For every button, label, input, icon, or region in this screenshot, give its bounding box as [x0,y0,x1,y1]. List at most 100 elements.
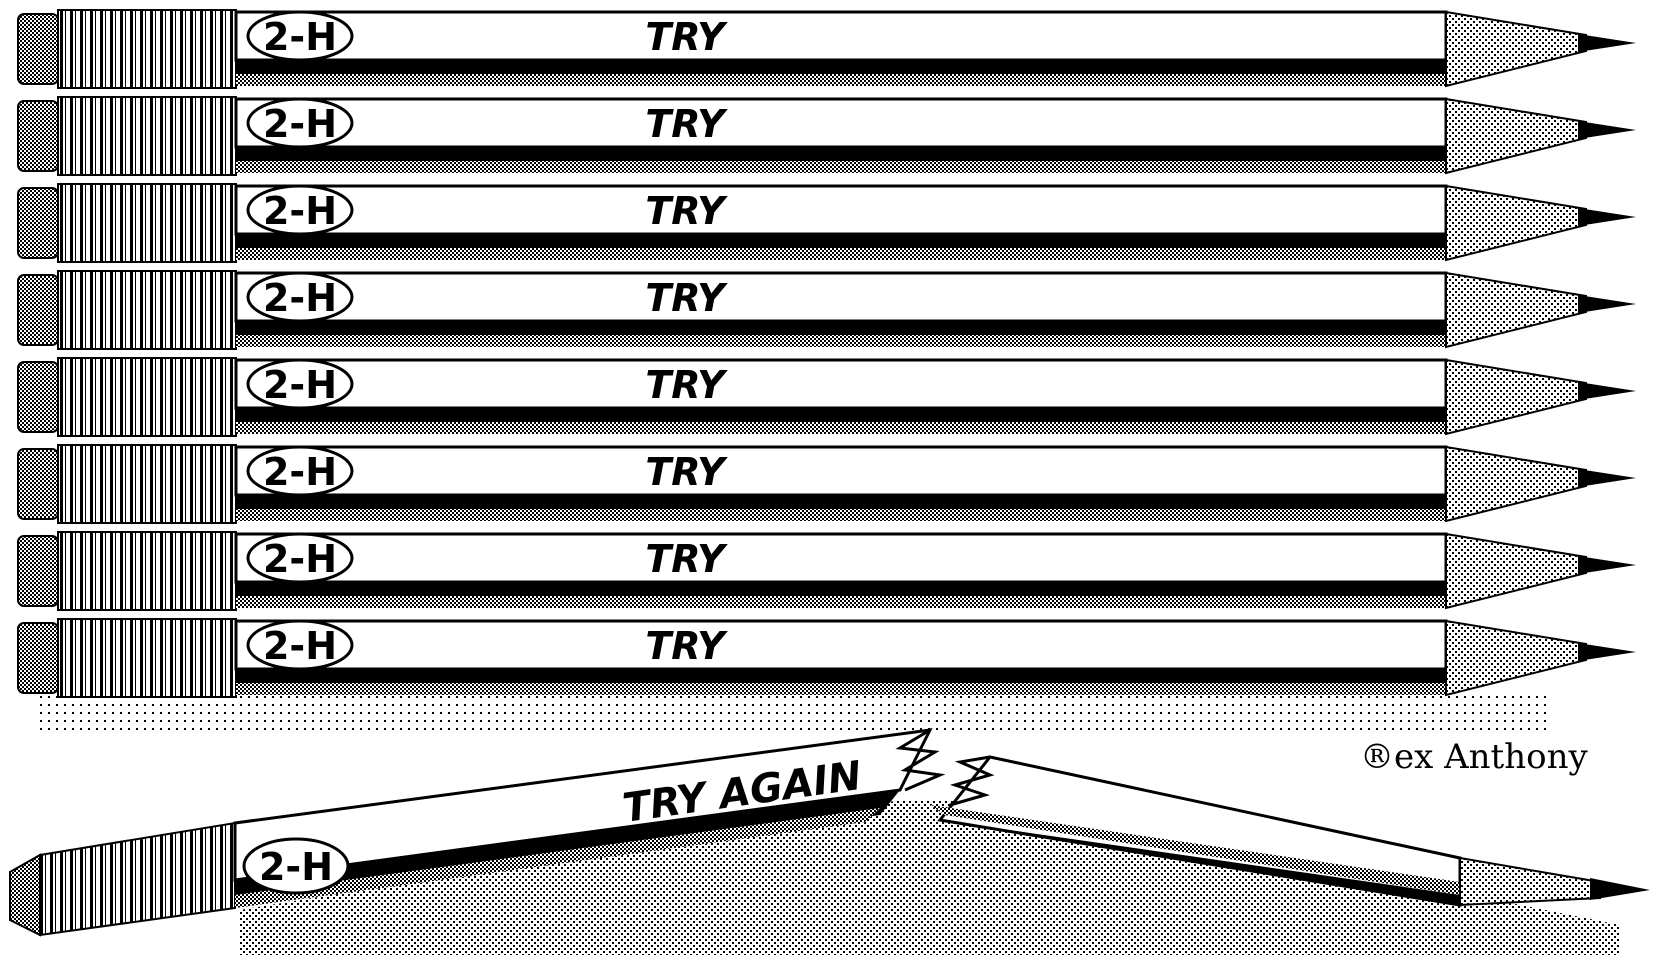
broken-pencil: 2-H TRY AGAIN [9,728,1650,955]
pencil-grade: 2-H [263,276,337,320]
pencil-barrel-dark [236,669,1446,683]
pencil-lead-tip [1578,34,1636,52]
pencil-lead-tip [1578,382,1636,400]
pencil-grade-badge [246,532,354,584]
broken-pencil-right-splinter [949,755,995,807]
pencil-eraser [17,448,59,520]
pencil-grade-badge [246,271,354,323]
pencil: 2-H TRY [17,618,1636,698]
pencil-stack: 2-H TRY 2-H TRY 2-H TRY 2-H TRY 2-H TRY 2-H TRY 2-H T… [17,9,1636,698]
pencil-word: TRY [645,363,728,407]
pencil-barrel-dark [236,408,1446,422]
pencil-ferrule [57,357,237,437]
pencil: 2-H TRY [17,9,1636,89]
pencil-word: TRY [645,537,728,581]
pencil-grade: 2-H [263,102,337,146]
pencil-barrel [234,184,1448,236]
pencil-wood-cone [1445,358,1587,436]
pencil-eraser [17,361,59,433]
pencil-lead-tip [1578,556,1636,574]
pencil-lead-tip [1578,121,1636,139]
pencil: 2-H TRY [17,531,1636,611]
broken-pencil-left-splinter [895,728,946,792]
pencil-word: TRY [645,102,728,146]
pencil-barrel-dark [236,321,1446,335]
pencil-barrel-dark [236,582,1446,596]
pencil: 2-H TRY [17,96,1636,176]
pencil-grade: 2-H [263,189,337,233]
pencil-wood-cone [1445,97,1587,175]
pencil-wood-cone [1445,271,1587,349]
pencil-ferrule [57,531,237,611]
pencil-grade-badge [246,358,354,410]
broken-pencil-left-half: 2-H TRY AGAIN [9,728,946,937]
pencil-barrel-checker [236,74,1446,86]
pencil-wood-cone [1445,184,1587,262]
pencil-barrel [234,10,1448,62]
pencil-lead-tip [1578,295,1636,313]
pencil: 2-H TRY [17,270,1636,350]
pencil-grade: 2-H [263,624,337,668]
pencil-eraser [17,622,59,694]
pencil-ferrule [57,183,237,263]
pencil-ferrule [57,96,237,176]
pencil-ferrule [57,9,237,89]
pencil-word: TRY [645,189,728,233]
broken-pencil-lead-tip [1590,878,1650,900]
stack-shadow [40,690,1550,730]
pencil-grade-badge [246,445,354,497]
pencil-barrel-dark [236,60,1446,74]
pencil: 2-H TRY [17,444,1636,524]
pencil-grade-badge [246,619,354,671]
pencil-wood-cone [1445,619,1587,697]
artist-signature: ®ex Anthony [1360,737,1588,777]
pencil-barrel [234,271,1448,323]
pencil-lead-tip [1578,643,1636,661]
broken-pencil-right-barrel-dark [940,820,1460,905]
pencil-barrel [234,358,1448,410]
pencil-barrel-checker [236,422,1446,434]
pencil-barrel [234,97,1448,149]
pencil-barrel-dark [236,495,1446,509]
broken-pencil-right-half [930,755,1650,907]
pencil-grade-badge [246,184,354,236]
broken-pencil-grade-badge [242,837,350,895]
broken-pencil-grade: 2-H [259,845,333,889]
pencil-grade-badge [246,10,354,62]
pencil-eraser [17,274,59,346]
pencil-grade: 2-H [263,363,337,407]
pencil-lead-tip [1578,208,1636,226]
pencil-grade: 2-H [263,450,337,494]
pencil-barrel-dark [236,147,1446,161]
broken-pencil-left-ferrule [39,821,236,937]
broken-pencil-right-barrel-checker [930,805,1460,895]
pencil-barrel-checker [236,509,1446,521]
pencil-word: TRY [645,15,728,59]
broken-pencil-right-wood [1459,856,1601,907]
pencil: 2-H TRY [17,183,1636,263]
pencil-grade: 2-H [263,15,337,59]
pencil-eraser [17,100,59,172]
pencil-grade-badge [246,97,354,149]
pencil-barrel-checker [236,248,1446,260]
pencil-ferrule [57,444,237,524]
broken-pencil-shadow [240,800,1620,955]
pencil-wood-cone [1445,532,1587,610]
broken-pencil-left-eraser [9,853,41,937]
pencil-word: TRY [645,624,728,668]
pencil: 2-H TRY [17,357,1636,437]
pencil-grade: 2-H [263,537,337,581]
pencil-wood-cone [1445,10,1587,88]
pencil-ferrule [57,618,237,698]
pencil-barrel-dark [236,234,1446,248]
pencil-barrel-checker [236,161,1446,173]
pencil-barrel-checker [236,335,1446,347]
pencil-word: TRY [645,276,728,320]
pencil-eraser [17,13,59,85]
pencil-eraser [17,535,59,607]
pencil-word: TRY [645,450,728,494]
pencil-barrel-checker [236,596,1446,608]
pencil-barrel [234,445,1448,497]
pencil-wood-cone [1445,445,1587,523]
